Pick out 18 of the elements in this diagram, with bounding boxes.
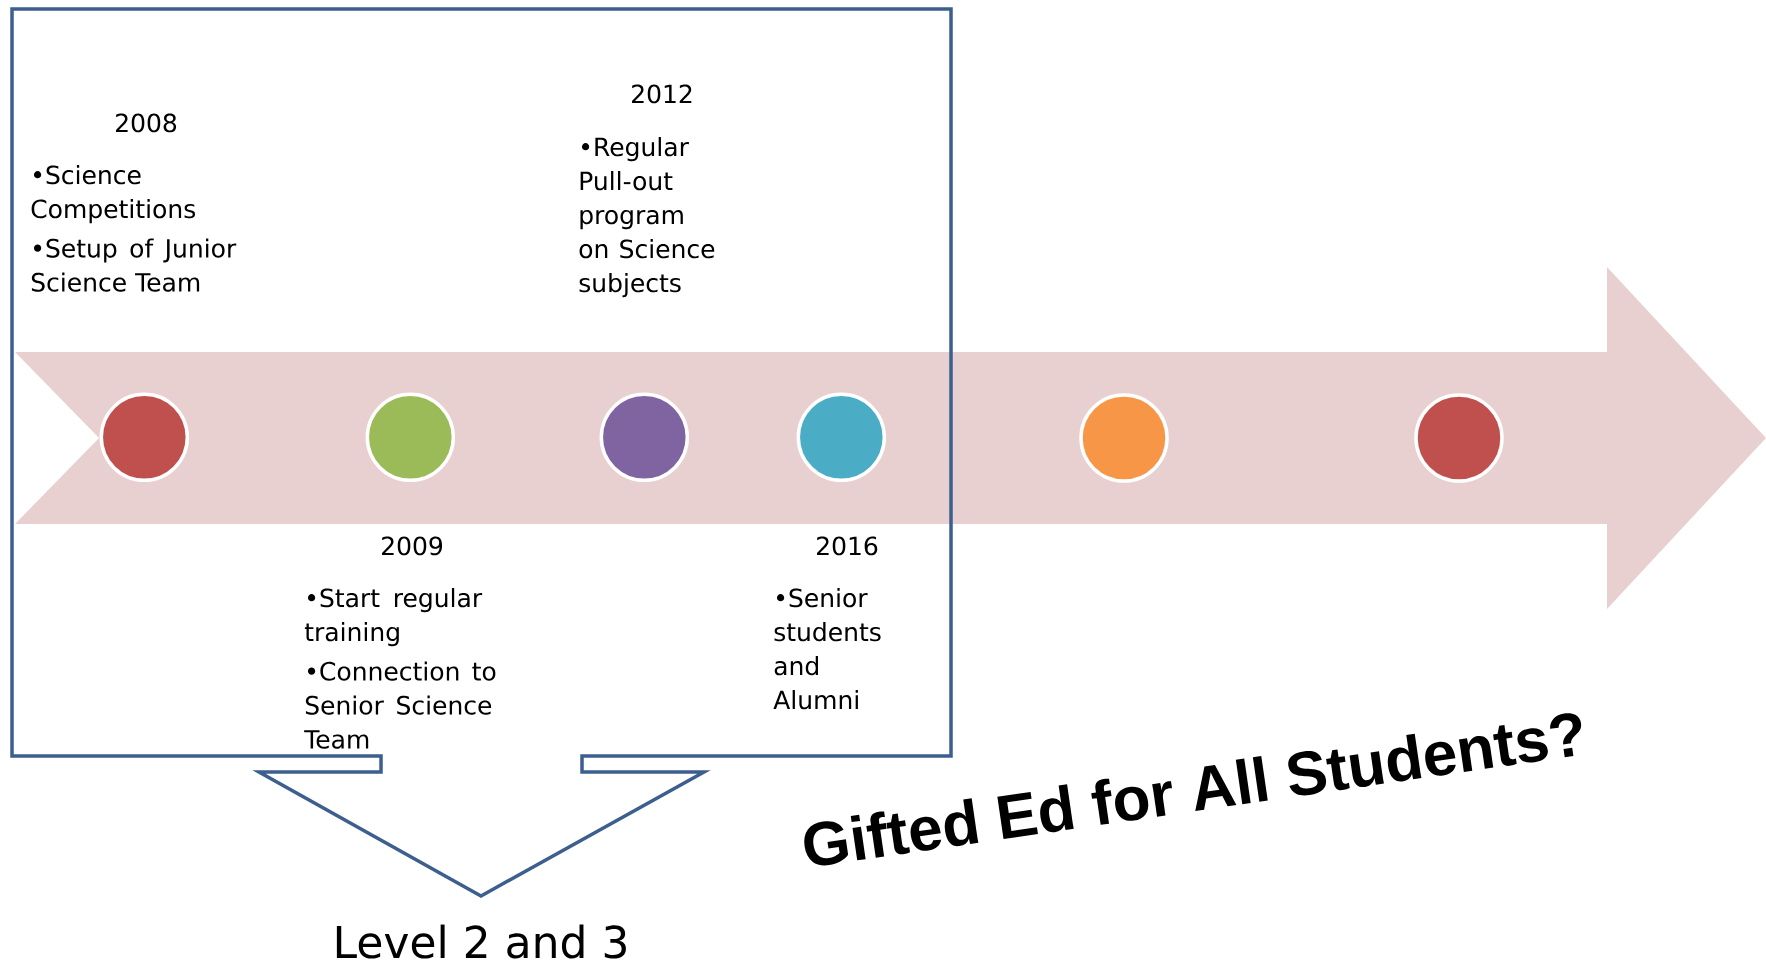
- bullet-item: •Setup of Junior Science Team: [31, 238, 237, 292]
- year-label: 2012: [632, 84, 692, 104]
- timeline-dot: [796, 392, 887, 483]
- timeline-dot: [1414, 393, 1504, 483]
- bullet-item: •Senior students and Alumni: [773, 588, 881, 710]
- timeline-dot: [365, 392, 456, 483]
- bullet-item: •Regular Pull-out program on Science subjects: [579, 137, 715, 298]
- timeline-dot: [99, 392, 190, 483]
- year-label: 2016: [817, 536, 878, 556]
- timeline-dot: [599, 392, 690, 483]
- bullet-item: •Science Competitions: [31, 165, 195, 224]
- level-label: Level 2 and 3: [336, 924, 626, 959]
- year-label: 2008: [116, 113, 177, 133]
- year-label: 2009: [382, 536, 443, 556]
- bullet-item: •Connection to Senior Science Team: [304, 661, 496, 749]
- bullet-item: •Start regular training: [304, 588, 483, 647]
- timeline-dot: [1079, 393, 1169, 483]
- slogan-text: Gifted Ed for All Students?: [804, 713, 1582, 866]
